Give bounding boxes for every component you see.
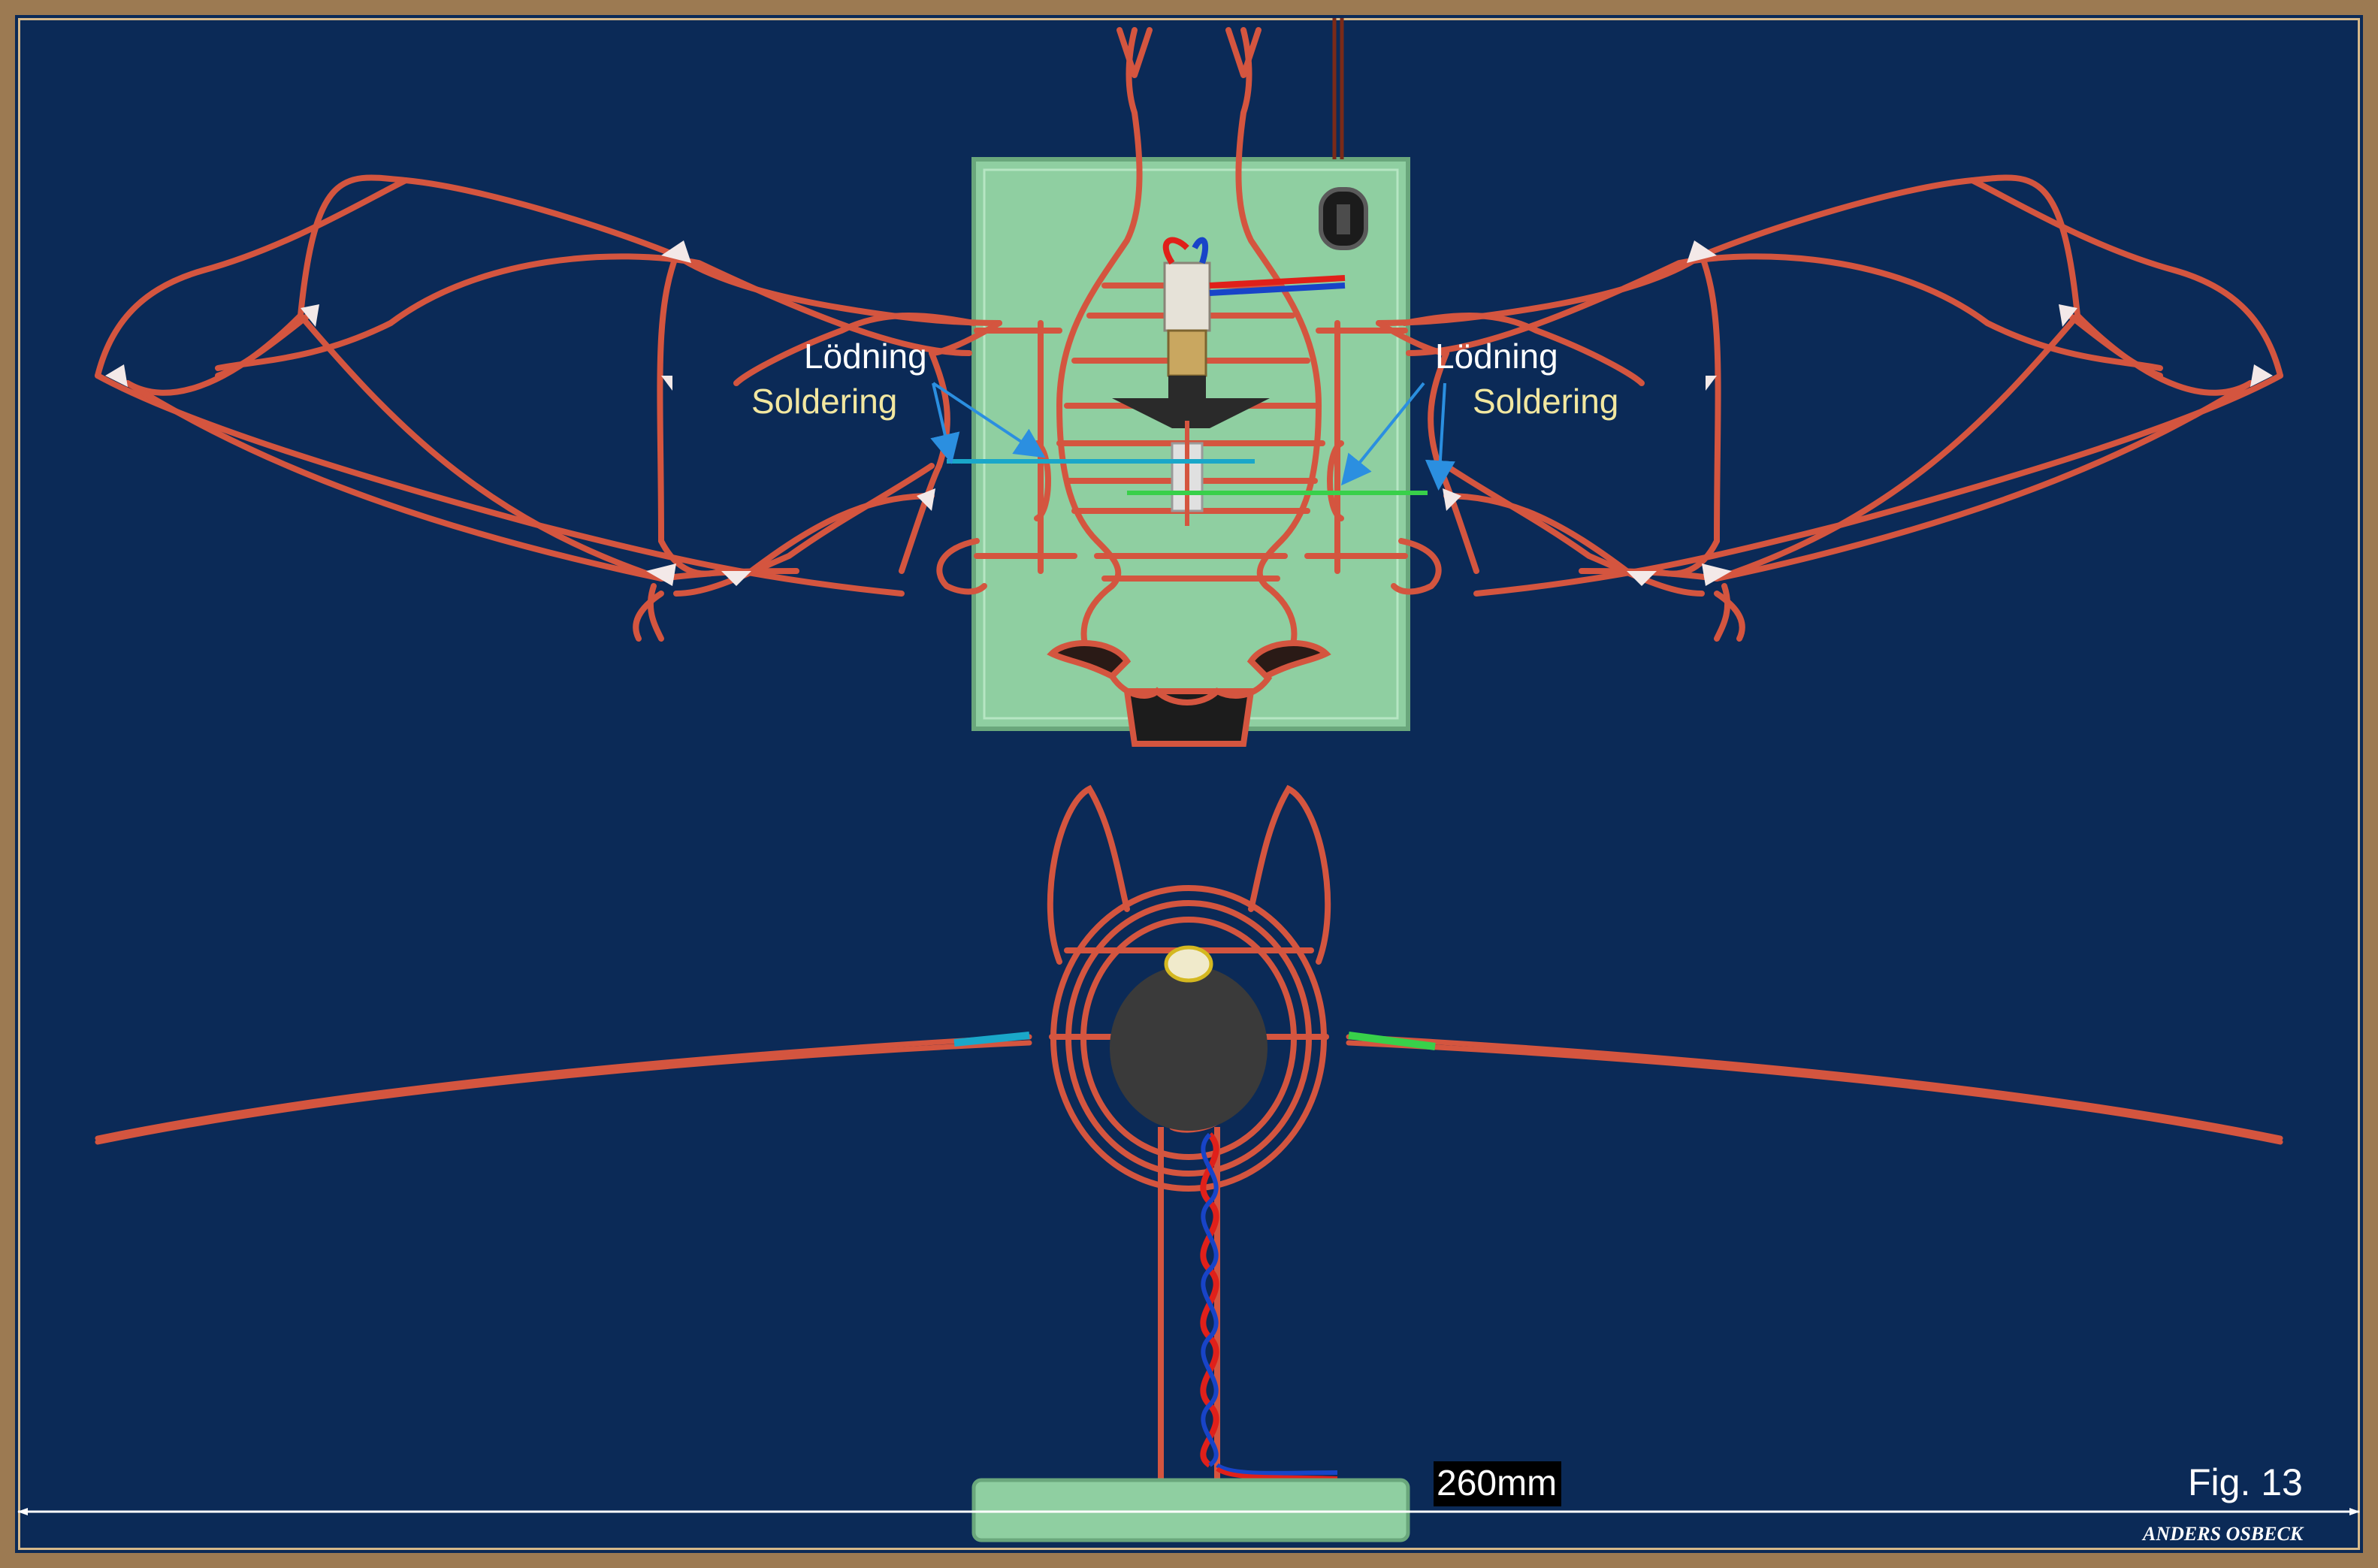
lamp-socket [1112,237,1346,526]
dimension-label-bg [1434,1461,1561,1506]
label-right-english: Soldering [1473,382,1618,421]
led-bulb [1164,945,1213,983]
front-view-solder [953,1032,1436,1050]
dimension-label: 260mm [1437,1464,1557,1503]
solder-lines-top [947,459,1428,495]
figure-number: Fig. 13 [2188,1461,2303,1503]
right-wing-frame [1376,174,2283,642]
label-left-swedish: Lödning [804,337,927,376]
front-view-wings [95,1034,2283,1145]
lamp-shade [1110,965,1268,1131]
power-cord-top [1332,18,1344,159]
label-left-english: Soldering [751,382,897,421]
solder-callout-arrows [930,382,1455,491]
bat-head-top [1047,640,1331,747]
base-board [971,1478,1410,1542]
label-right-swedish: Lödning [1435,337,1558,376]
author-signature: ANDERS OSBECK [2141,1523,2304,1545]
left-wing-solder-joints [105,240,935,586]
